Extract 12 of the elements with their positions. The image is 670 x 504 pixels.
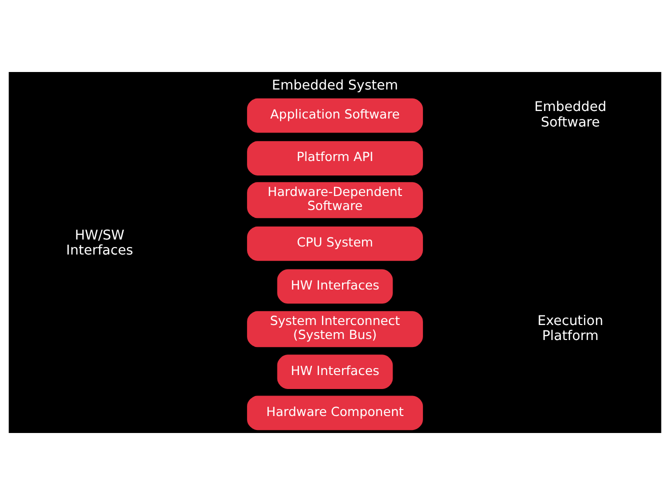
node-box: HW Interfaces — [277, 268, 393, 304]
label: Embedded Software — [534, 100, 606, 130]
node-box: HW Interfaces — [277, 354, 393, 389]
node-box: Application Software — [247, 98, 423, 132]
node-box: Platform API — [247, 140, 423, 175]
label: Execution Platform — [538, 313, 604, 344]
node-box: Hardware Component — [247, 395, 423, 430]
label: HW/SW Interfaces — [66, 228, 134, 258]
node-box: Hardware-Dependent Software — [247, 182, 423, 218]
diagram-title: Embedded System — [272, 78, 398, 93]
node-box: CPU System — [247, 226, 423, 260]
node-box: System Interconnect (System Bus) — [247, 310, 423, 347]
